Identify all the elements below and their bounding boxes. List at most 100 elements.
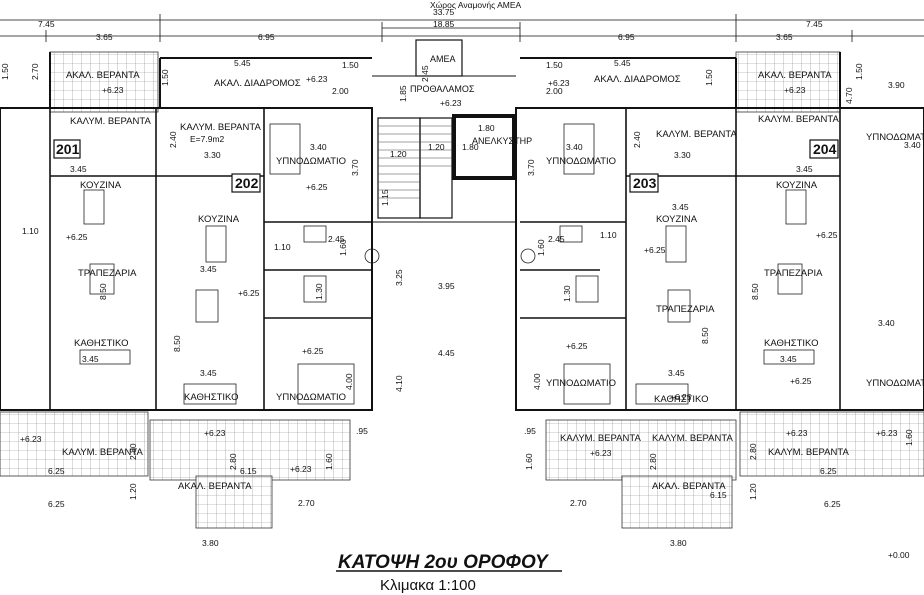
- dim-345-204b: 3.45: [780, 354, 797, 364]
- dim-160-bottom-204: 1.60: [904, 429, 914, 446]
- veranda-covered-203: ΚΑΛΥΜ. ΒΕΡΑΝΤΑ: [656, 129, 737, 140]
- dim-625-204: 6.25: [820, 466, 837, 476]
- dim-095-right: .95: [524, 426, 536, 436]
- kitchen-203: ΚΟΥΖΙΝΑ: [656, 214, 698, 225]
- interior-walls: [49, 108, 841, 410]
- dim-240-left: 2.40: [168, 131, 178, 148]
- level-203-living: +6.25: [670, 392, 692, 402]
- dim-280-left: 2.80: [128, 443, 138, 460]
- dim-120-bottom-left: 1.20: [128, 483, 138, 500]
- veranda-covered-204: ΚΑΛΥΜ. ΒΕΡΑΝΤΑ: [758, 114, 839, 125]
- dim-120-bottom-right: 1.20: [748, 483, 758, 500]
- dim-095-left: .95: [356, 426, 368, 436]
- dim-345-201: 3.45: [70, 164, 87, 174]
- dim-130-right: 1.30: [562, 285, 572, 302]
- veranda-covered-201: ΚΑΛΥΜ. ΒΕΡΑΝΤΑ: [70, 116, 151, 127]
- apartment-202: 202: [235, 175, 259, 191]
- veranda-covered-bottom-201: ΚΑΛΥΜ. ΒΕΡΑΝΤΑ: [62, 447, 143, 458]
- veranda-covered-bottom-203b: ΚΑΛΥΜ. ΒΕΡΑΝΤΑ: [652, 433, 733, 444]
- dim-340-204b: 3.40: [878, 318, 895, 328]
- level-204-veranda: +6.23: [784, 85, 806, 95]
- veranda-uncovered-204: ΑΚΑΛ. ΒΕΡΑΝΤΑ: [758, 70, 832, 81]
- dim-245-right: 2.45: [548, 234, 565, 244]
- dim-270-left: 2.70: [298, 498, 315, 508]
- dim-110-202: 1.10: [274, 242, 291, 252]
- corridor-left: ΑΚΑΛ. ΔΙΑΔΡΟΜΟΣ: [214, 78, 301, 89]
- dim-200-left: 2.00: [332, 86, 349, 96]
- dim-615-right: 6.15: [710, 490, 727, 500]
- dim-160-left: 1.60: [338, 239, 348, 256]
- dim-280-right: 2.80: [748, 443, 758, 460]
- dim-410: 4.10: [394, 375, 404, 392]
- dim-390: 3.90: [888, 80, 905, 90]
- dim-625-201: 6.25: [48, 466, 65, 476]
- bedroom-202-b: ΥΠΝΟΔΩΜΑΤΙΟ: [276, 392, 346, 403]
- dim-130-left: 1.30: [314, 283, 324, 300]
- bedroom-204-a: ΥΠΝΟΔΩΜΑΤΙΟ: [866, 132, 924, 143]
- level-202-bedroom-b: +6.25: [302, 346, 324, 356]
- lobby-level: +6.23: [440, 98, 462, 108]
- kitchen-204: ΚΟΥΖΙΝΑ: [776, 180, 818, 191]
- dim-280-left-b: 2.80: [228, 453, 238, 470]
- amea-label: ΑΜΕΑ: [430, 54, 456, 64]
- furniture: [79, 123, 815, 405]
- dim-340-left: 3.40: [310, 142, 327, 152]
- dim-625-201b: 6.25: [48, 499, 65, 509]
- exterior-walls: [0, 52, 924, 411]
- dim-345-203: 3.45: [672, 202, 689, 212]
- veranda-covered-202: ΚΑΛΥΜ. ΒΕΡΑΝΤΑ: [180, 122, 261, 133]
- kitchen-201: ΚΟΥΖΙΝΑ: [80, 180, 122, 191]
- veranda-covered-bottom-203a: ΚΑΛΥΜ. ΒΕΡΑΝΤΑ: [560, 433, 641, 444]
- dim-340-right: 3.40: [566, 142, 583, 152]
- level-bottom-204: +6.23: [786, 428, 808, 438]
- dim-150-v-202: 1.50: [160, 69, 170, 86]
- dim-625-204b: 6.25: [824, 499, 841, 509]
- elevator-label: ΑΝΕΛΚΥΣΤΗΡ: [472, 136, 532, 146]
- dim-615-left: 6.15: [240, 466, 257, 476]
- dim-345-204: 3.45: [796, 164, 813, 174]
- dim-395: 3.95: [438, 281, 455, 291]
- veranda-hatching: [0, 51, 924, 529]
- kitchen-202: ΚΟΥΖΙΝΑ: [198, 214, 240, 225]
- dim-330-left: 3.30: [204, 150, 221, 160]
- dim-325: 3.25: [394, 269, 404, 286]
- apartment-201: 201: [56, 141, 80, 157]
- dim-left-365: 3.65: [96, 32, 113, 42]
- apartment-203: 203: [633, 175, 657, 191]
- bedroom-203-b: ΥΠΝΟΔΩΜΑΤΙΟ: [546, 378, 616, 389]
- dim-445: 4.45: [438, 348, 455, 358]
- dim-850-202: 8.50: [172, 335, 182, 352]
- dim-160-bottom-left: 1.60: [324, 453, 334, 470]
- level-201-veranda: +6.23: [102, 85, 124, 95]
- elevator-depth: 1.80: [462, 142, 479, 152]
- bedroom-203-a: ΥΠΝΟΔΩΜΑΤΙΟ: [546, 156, 616, 167]
- dim-545-left: 5.45: [234, 58, 251, 68]
- dining-204: ΤΡΑΠΕΖΑΡΙΑ: [764, 268, 823, 279]
- dim-330-right: 3.30: [674, 150, 691, 160]
- level-204-dining: +6.25: [816, 230, 838, 240]
- level-202-dining: +6.25: [238, 288, 260, 298]
- living-204: ΚΑΘΗΣΤΙΚΟ: [764, 338, 818, 349]
- living-202: ΚΑΘΗΣΤΙΚΟ: [184, 392, 238, 403]
- stair-treads: [378, 125, 452, 199]
- dim-545-right: 5.45: [614, 58, 631, 68]
- dim-850-203: 8.50: [700, 327, 710, 344]
- dim-core: 18.85: [433, 19, 455, 29]
- dim-200-right: 2.00: [546, 86, 563, 96]
- dim-380-left: 3.80: [202, 538, 219, 548]
- dim-150-left: 1.50: [342, 60, 359, 70]
- stair-core: [372, 39, 516, 223]
- dining-203: ΤΡΑΠΕΖΑΡΙΑ: [656, 304, 715, 315]
- dim-245-v: 2.45: [420, 65, 430, 82]
- dining-201: ΤΡΑΠΕΖΑΡΙΑ: [78, 268, 137, 279]
- dim-110-203: 1.10: [600, 230, 617, 240]
- area-note-202: Ε=7.9m2: [190, 134, 225, 144]
- dim-right-745: 7.45: [806, 19, 823, 29]
- level-bottom-202: +6.23: [204, 428, 226, 438]
- dim-160-right: 1.60: [536, 239, 546, 256]
- dim-120-stair-a: 1.20: [390, 149, 407, 159]
- dim-204-partial: 3.40: [904, 140, 921, 150]
- living-201: ΚΑΘΗΣΤΙΚΟ: [74, 338, 128, 349]
- dim-120-stair-b: 1.20: [428, 142, 445, 152]
- dim-370-right: 3.70: [526, 159, 536, 176]
